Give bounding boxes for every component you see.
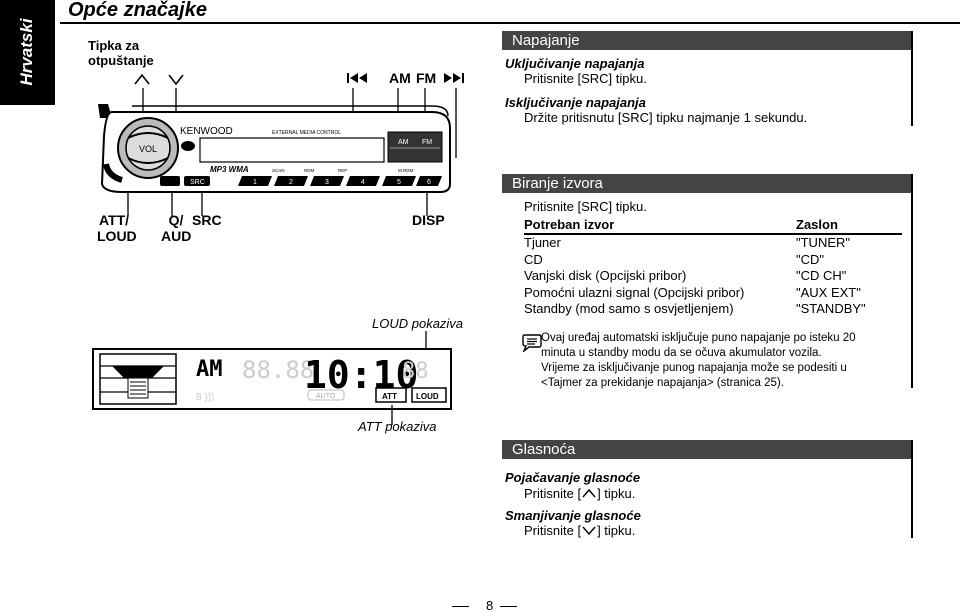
svg-text:5: 5: [397, 179, 401, 186]
section-bar-volume: [911, 440, 913, 538]
loud-indicator-label: LOUD pokaziva: [372, 316, 464, 331]
lcd-band: AM: [196, 357, 223, 382]
svg-text:AUTO: AUTO: [316, 393, 336, 400]
svg-text:RDM: RDM: [304, 168, 314, 173]
section-header-power: Napajanje: [502, 31, 913, 50]
svg-text:3: 3: [325, 179, 329, 186]
power-on-text: Pritisnite [SRC] tipku.: [524, 71, 647, 86]
faceplate-illustration: VOL KENWOOD EXTERNAL MEDIA CONTROL MP3 W…: [98, 88, 457, 216]
chevron-up-icon: [582, 488, 596, 498]
svg-text:8 ))): 8 ))): [196, 392, 214, 403]
table-row: Tjuner"TUNER": [524, 235, 851, 251]
disp-callout: DISP: [412, 212, 445, 228]
svg-text:88: 88: [402, 359, 429, 384]
svg-text:88.88: 88.88: [242, 356, 314, 384]
title-rule: [60, 22, 960, 24]
src-callout: SRC: [192, 212, 222, 228]
volume-up-title: Pojačavanje glasnoće: [505, 470, 641, 485]
q-aud-callout: Q/ AUD: [161, 212, 192, 244]
am-callout: AM: [389, 70, 411, 86]
col-display: Zaslon: [796, 215, 902, 235]
standby-note: Ovaj uređaj automatski isključuje puno n…: [541, 332, 856, 389]
att-leader: [391, 405, 393, 425]
svg-text:6: 6: [427, 179, 431, 186]
section-header-volume: Glasnoća: [502, 440, 913, 459]
source-table: Potreban izvor Zaslon Tjuner"TUNER" CD"C…: [524, 215, 902, 318]
table-row: Vanjski disk (Opcijski pribor)"CD CH": [524, 268, 847, 284]
ext-label: EXTERNAL MEDIA CONTROL: [272, 130, 341, 136]
lcd-display: AM 88.88 10:10 88 AUTO ATT LOUD 8 ))): [92, 348, 452, 410]
svg-text:REP: REP: [338, 168, 347, 173]
svg-text:2: 2: [289, 179, 293, 186]
source-intro: Pritisnite [SRC] tipku.: [524, 199, 647, 214]
page-number-dash-left: [452, 606, 469, 607]
src-button-label: SRC: [190, 179, 205, 186]
col-source: Potreban izvor: [524, 215, 796, 235]
volume-down-title: Smanjivanje glasnoće: [505, 508, 641, 523]
svg-text:1: 1: [253, 179, 257, 186]
svg-text:4: 4: [361, 179, 365, 186]
release-button-callout: Tipka za otpuštanje: [88, 38, 154, 68]
brand-label: KENWOOD: [180, 126, 233, 137]
page-number: 8: [486, 598, 494, 613]
fm-callout: FM: [416, 70, 437, 86]
lcd-loud: LOUD: [416, 392, 439, 401]
svg-text:SCAN: SCAN: [272, 168, 285, 173]
chevron-up-icon: [134, 73, 150, 85]
note-icon: [522, 334, 542, 352]
svg-text:AM: AM: [398, 139, 409, 146]
volume-arrows-callout: [134, 73, 184, 86]
table-row: CD"CD": [524, 251, 825, 267]
language-tab: Hrvatski: [0, 0, 55, 105]
table-row: Standby (mod samo s osvjetljenjem)"STAND…: [524, 301, 866, 317]
language-tab-label: Hrvatski: [17, 18, 36, 86]
att-loud-callout: ATT/ LOUD: [97, 212, 137, 244]
table-header-row: Potreban izvor Zaslon: [524, 215, 902, 235]
volume-up-text: Pritisnite [] tipku.: [524, 486, 636, 501]
chevron-down-icon: [582, 526, 596, 536]
section-bar-power: [911, 31, 913, 126]
svg-text:FM: FM: [422, 139, 432, 146]
page-title: Opće značajke: [68, 0, 207, 21]
power-off-text: Držite pritisnutu [SRC] tipku najmanje 1…: [524, 110, 808, 125]
lcd-att: ATT: [382, 392, 397, 401]
power-on-title: Uključivanje napajanja: [505, 56, 645, 71]
section-header-source: Biranje izvora: [502, 174, 913, 193]
section-bar-source: [911, 174, 913, 388]
att-indicator-label: ATT pokaziva: [358, 419, 437, 434]
seek-back-icon: [347, 73, 367, 83]
mp3-label: MP3 WMA: [210, 165, 249, 174]
power-off-title: Isključivanje napajanja: [505, 95, 646, 110]
table-row: Pomoćni ulazni signal (Opcijski pribor)"…: [524, 284, 861, 300]
chevron-down-icon: [168, 74, 184, 86]
svg-text:M.RDM: M.RDM: [398, 168, 413, 173]
seek-forward-icon: [444, 73, 464, 83]
volume-down-text: Pritisnite [] tipku.: [524, 523, 636, 538]
page-number-dash-right: [500, 606, 517, 607]
vol-label: VOL: [139, 144, 157, 154]
